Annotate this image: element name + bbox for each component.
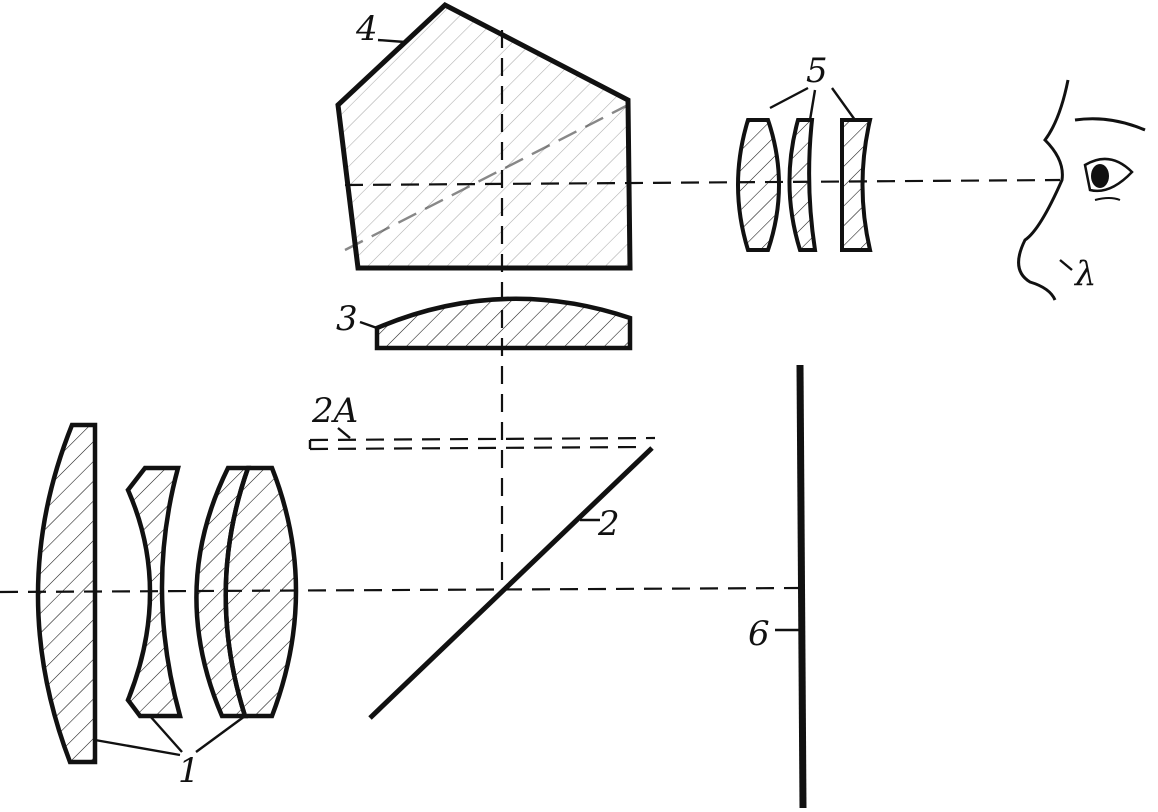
label-mirror: 2	[597, 504, 620, 544]
label-film: 6	[748, 614, 770, 654]
leader-lines	[94, 38, 1073, 757]
label-eyepiece: 5	[806, 51, 828, 91]
condenser-lens	[374, 296, 633, 351]
objective-lens-rear-right	[223, 465, 299, 719]
eyepiece-lens-3	[840, 118, 873, 252]
optical-axis-horizontal	[0, 586, 801, 594]
pentaprism	[335, 1, 633, 271]
objective-lens-front	[35, 422, 98, 765]
observer-face	[1017, 79, 1146, 301]
label-condenser: 3	[336, 299, 358, 339]
label-mirror-raised: 2A	[311, 391, 358, 431]
eyepiece-lens-1	[736, 118, 781, 252]
reflex-mirror-raised	[308, 436, 656, 451]
reflex-mirror	[368, 446, 654, 720]
film-plane	[796, 364, 807, 809]
objective-lens-concave	[125, 465, 183, 719]
label-objective-lens: 1	[178, 751, 200, 791]
label-eye-symbol: λ	[1073, 254, 1097, 294]
eyepiece-lens-2	[787, 118, 818, 252]
label-pentaprism: 4	[355, 9, 378, 49]
